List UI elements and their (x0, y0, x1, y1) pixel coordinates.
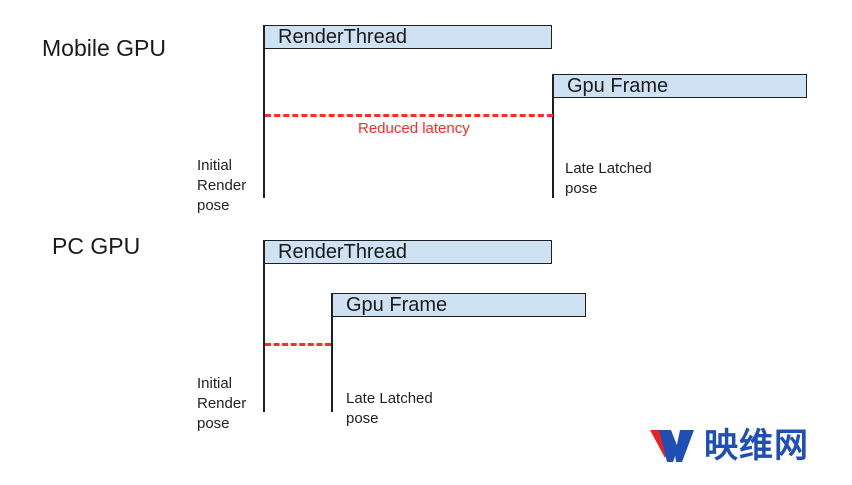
mobile-initial-pose-label: Initial Render pose (197, 157, 247, 214)
mobile-gpu-title: Mobile GPU (42, 35, 166, 61)
pc-latency-dash (265, 343, 331, 346)
pc-gpu-title: PC GPU (52, 233, 141, 259)
yv-logo-icon (650, 430, 694, 462)
mobile-reduced-latency-dash (265, 114, 553, 117)
logo-blue-stroke-right (675, 430, 694, 462)
pc-render-thread-bar: RenderThread (264, 240, 552, 264)
mobile-late-pose-label: Late Latched pose (565, 160, 652, 197)
watermark-text: 映维网 (704, 426, 809, 466)
mobile-render-thread-bar: RenderThread (264, 25, 552, 49)
pc-late-pose-label: Late Latched pose (346, 390, 433, 427)
pc-late-pose-line (331, 293, 333, 412)
pc-initial-pose-label: Initial Render pose (197, 375, 247, 432)
mobile-initial-pose-line (263, 25, 265, 198)
pc-gpu-frame-bar: Gpu Frame (332, 293, 586, 317)
logo-blue-stroke-left (659, 430, 678, 462)
mobile-late-pose-line (552, 74, 554, 198)
watermark-logo: 映维网 (650, 426, 830, 466)
mobile-reduced-latency-label: Reduced latency (358, 120, 470, 137)
mobile-gpu-frame-bar: Gpu Frame (553, 74, 807, 98)
pc-initial-pose-line (263, 240, 265, 412)
